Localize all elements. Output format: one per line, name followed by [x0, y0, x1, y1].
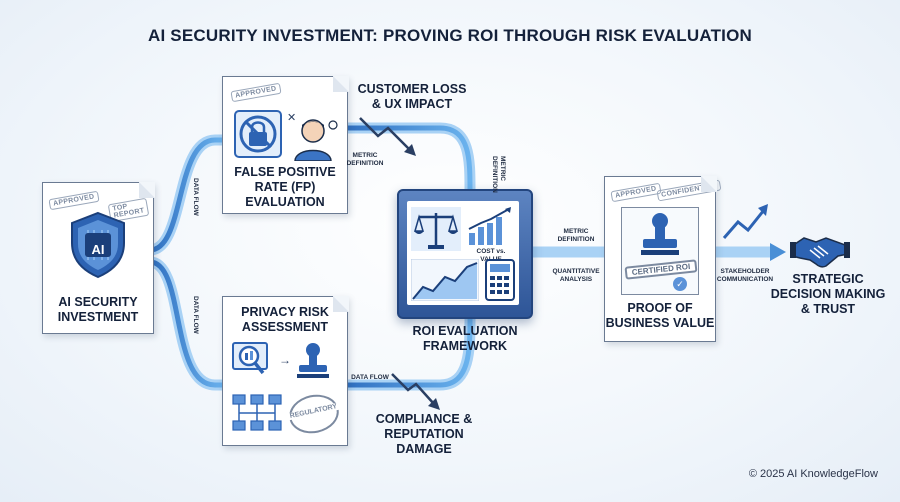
arrow-head-strategic	[770, 243, 786, 261]
pipe-investment-to-fp	[144, 134, 231, 256]
confidential-stamp: CONFIDENTIAL	[656, 179, 722, 202]
shield-icon	[71, 211, 125, 279]
approved-stamp-proof: APPROVED	[610, 182, 662, 203]
customer-loss-label: CUSTOMER LOSS & UX IMPACT	[357, 82, 467, 111]
bar-growth-icon	[468, 207, 511, 245]
approved-stamp: APPROVED	[48, 190, 100, 211]
proof-card: APPROVED CONFIDENTIAL CERTIFIED ROI ✓ PR…	[604, 175, 722, 342]
magnifier-document-icon	[232, 342, 268, 375]
pipe-investment-to-privacy	[144, 256, 231, 391]
decline-arrow-customer	[359, 117, 411, 151]
roi-screen: COST vs. VALUE	[407, 201, 519, 305]
handshake-icon	[790, 237, 850, 268]
false-positive-card: APPROVED ✕ FALSE POSITIVE RATE (FP) EVAL…	[222, 75, 349, 214]
line-chart-icon	[411, 259, 479, 301]
calculator-icon	[485, 259, 515, 301]
data-flow-privacy-label: DATA FLOW	[351, 374, 389, 381]
page-title: AI SECURITY INVESTMENT: PROVING ROI THRO…	[147, 26, 752, 45]
frustrated-user-icon	[294, 119, 338, 161]
blocked-lock-icon	[234, 110, 282, 158]
scales-icon	[411, 207, 461, 251]
decline-arrow-compliance	[391, 373, 435, 405]
investment-label: AI SECURITY INVESTMENT	[57, 295, 139, 324]
false-positive-label: FALSE POSITIVE RATE (FP) EVALUATION	[234, 165, 336, 209]
footer-copyright: © 2025 AI KnowledgeFlow	[748, 468, 878, 480]
quantitative-analysis-label: QUANTITATIVE ANALYSIS	[552, 268, 600, 283]
ai-badge: AI	[91, 242, 105, 257]
rising-arrow-proof	[722, 209, 766, 239]
privacy-card: PRIVACY RISK ASSESSMENT → REGULATORY	[222, 295, 349, 446]
compliance-label: COMPLIANCE & REPUTATION DAMAGE	[375, 412, 473, 456]
proof-label: PROOF OF BUSINESS VALUE	[605, 301, 715, 330]
metric-definition-vertical-label: METRIC DEFINITION	[491, 156, 506, 193]
strategic-label: STRATEGIC DECISION MAKING & TRUST	[770, 272, 886, 316]
approved-stamp-fp: APPROVED	[230, 82, 282, 103]
roi-framework-label: ROI EVALUATION FRAMEWORK	[412, 324, 518, 353]
regulatory-seal: REGULATORY	[285, 390, 343, 438]
stamp-icon-proof	[641, 213, 679, 255]
x-mark-icon: ✕	[287, 112, 297, 124]
metric-definition-top-label: METRIC DEFINITION	[346, 152, 384, 167]
stamp-icon	[297, 343, 329, 378]
investment-card: APPROVED TOP REPORT AI AI SECURITY INVES…	[42, 181, 155, 334]
stakeholder-communication-label: STAKEHOLDER COMMUNICATION	[716, 268, 774, 283]
data-flow-top-label: DATA FLOW	[192, 178, 199, 216]
hierarchy-chart-icon	[232, 394, 282, 431]
check-badge-icon: ✓	[673, 277, 687, 291]
arrow-right-icon: →	[279, 353, 291, 367]
privacy-label: PRIVACY RISK ASSESSMENT	[241, 305, 329, 334]
metric-definition-right-label: METRIC DEFINITION	[557, 228, 595, 243]
roi-framework-monitor: COST vs. VALUE	[397, 189, 533, 319]
regulatory-seal-text: REGULATORY	[286, 402, 341, 421]
data-flow-bottom-label: DATA FLOW	[192, 296, 199, 334]
